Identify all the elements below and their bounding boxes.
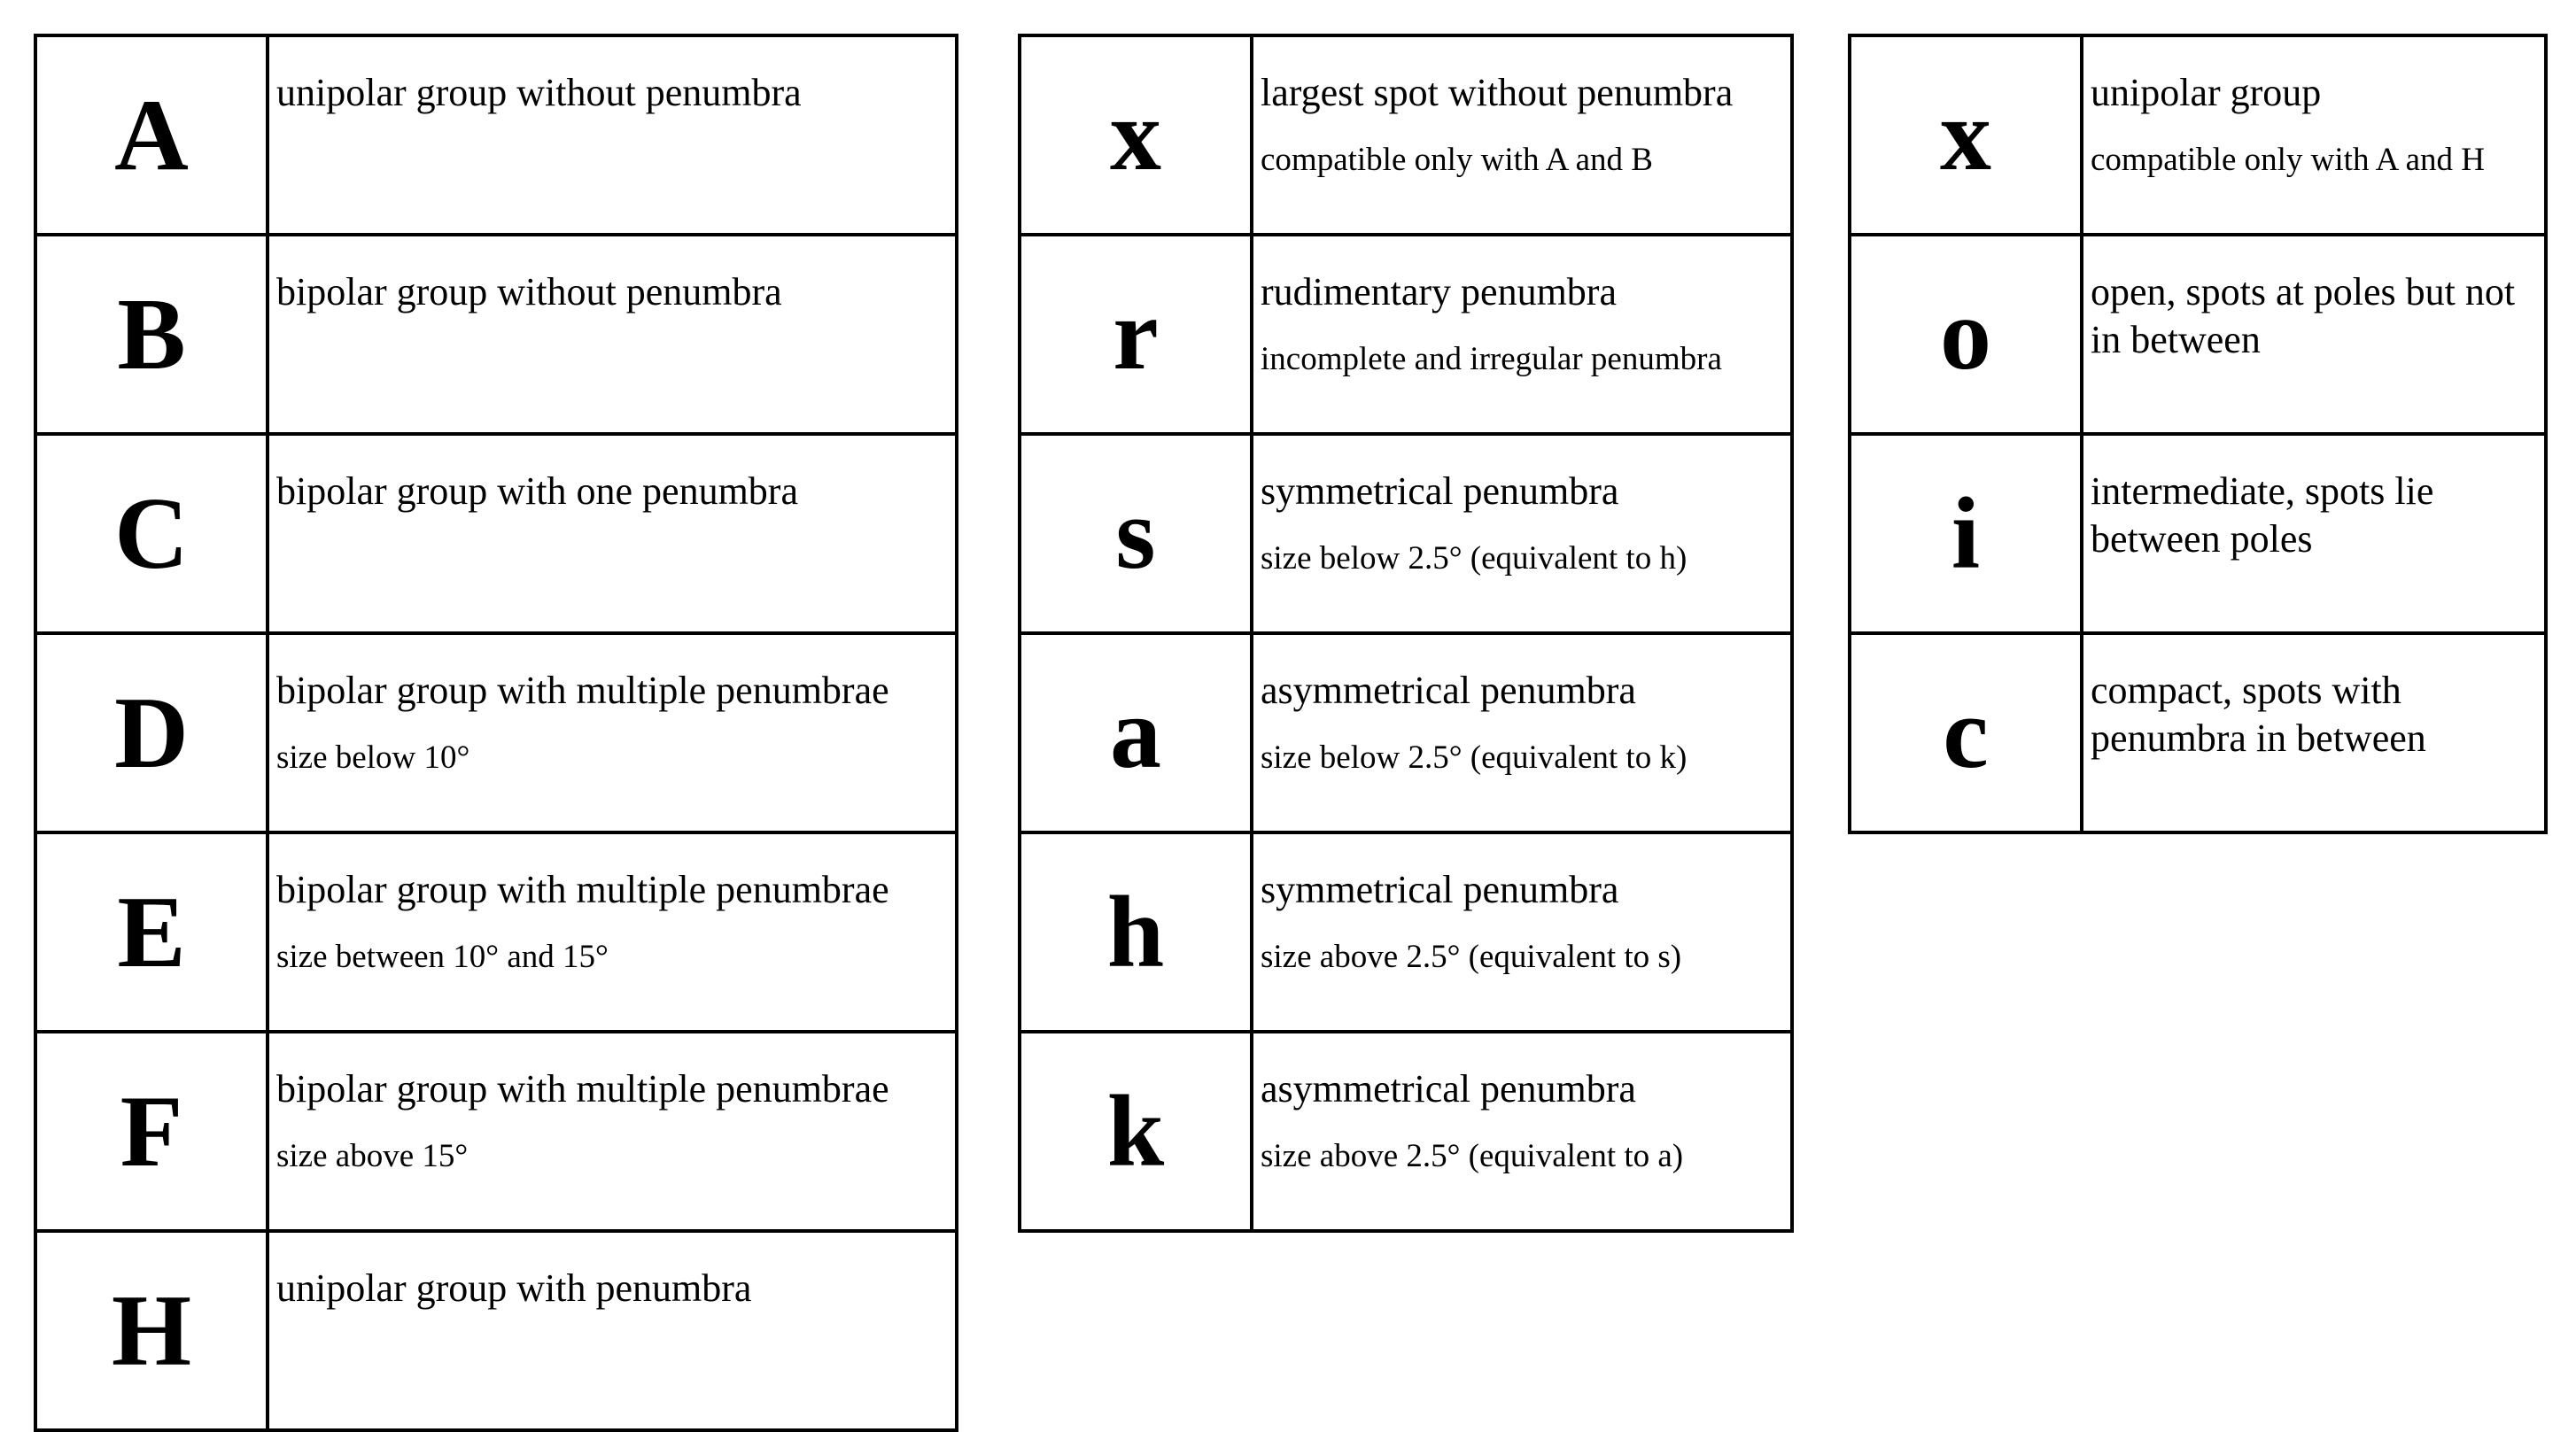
class-code: c — [1848, 631, 2083, 834]
description-main: unipolar group without penumbra — [276, 71, 802, 114]
description-main: intermediate, spots lie between poles — [2091, 469, 2434, 561]
description-sub: compatible only with A and B — [1261, 141, 1653, 178]
class-description: asymmetrical penumbra size above 2.5° (eq… — [1250, 1030, 1794, 1233]
class-description: bipolar group with multiple penumbrae siz… — [266, 631, 958, 834]
class-description: symmetrical penumbra size below 2.5° (equ… — [1250, 432, 1794, 635]
description-sub: size between 10° and 15° — [276, 938, 609, 975]
table-row: k asymmetrical penumbra size above 2.5° (… — [1018, 1030, 1794, 1233]
class-description: unipolar group with penumbra — [266, 1229, 958, 1432]
description-main: unipolar group — [2091, 71, 2322, 114]
table-row: s symmetrical penumbra size below 2.5° (e… — [1018, 432, 1794, 635]
description-sub: size above 15° — [276, 1137, 469, 1174]
class-description: intermediate, spots lie between poles — [2080, 432, 2548, 635]
description-sub: size above 2.5° (equivalent to s) — [1261, 938, 1682, 975]
description-main: bipolar group with multiple penumbrae — [276, 669, 889, 712]
table-row: C bipolar group with one penumbra — [34, 432, 958, 635]
class-code: i — [1848, 432, 2083, 635]
class-description: largest spot without penumbra compatible … — [1250, 34, 1794, 236]
description-main: symmetrical penumbra — [1261, 469, 1619, 513]
table-row: a asymmetrical penumbra size below 2.5° (… — [1018, 631, 1794, 834]
class-code: h — [1018, 831, 1253, 1033]
class-description: unipolar group compatible only with A and… — [2080, 34, 2548, 236]
table-row: E bipolar group with multiple penumbrae s… — [34, 831, 958, 1033]
class-description: unipolar group without penumbra — [266, 34, 958, 236]
table-row: A unipolar group without penumbra — [34, 34, 958, 236]
description-main: asymmetrical penumbra — [1261, 669, 1636, 712]
class-code: E — [34, 831, 269, 1033]
table-row: D bipolar group with multiple penumbrae s… — [34, 631, 958, 834]
description-main: bipolar group without penumbra — [276, 270, 782, 313]
class-code: A — [34, 34, 269, 236]
class-description: bipolar group with one penumbra — [266, 432, 958, 635]
class-description: bipolar group with multiple penumbrae siz… — [266, 1030, 958, 1233]
class-code: x — [1018, 34, 1253, 236]
penumbra-table: x largest spot without penumbra compatibl… — [1018, 34, 1794, 1233]
description-sub: size below 2.5° (equivalent to k) — [1261, 739, 1688, 776]
class-code: o — [1848, 233, 2083, 436]
class-description: symmetrical penumbra size above 2.5° (equ… — [1250, 831, 1794, 1033]
class-code: k — [1018, 1030, 1253, 1233]
description-main: compact, spots with penumbra in between — [2091, 669, 2426, 760]
description-sub: size below 2.5° (equivalent to h) — [1261, 539, 1688, 577]
class-code: F — [34, 1030, 269, 1233]
class-code: s — [1018, 432, 1253, 635]
table-row: x largest spot without penumbra compatibl… — [1018, 34, 1794, 236]
description-main: bipolar group with one penumbra — [276, 469, 798, 513]
table-row: F bipolar group with multiple penumbrae s… — [34, 1030, 958, 1233]
description-sub: incomplete and irregular penumbra — [1261, 340, 1722, 377]
class-code: H — [34, 1229, 269, 1432]
description-main: asymmetrical penumbra — [1261, 1067, 1636, 1111]
distribution-table: x unipolar group compatible only with A a… — [1848, 34, 2548, 834]
description-sub: size below 10° — [276, 739, 470, 776]
class-description: compact, spots with penumbra in between — [2080, 631, 2548, 834]
table-row: c compact, spots with penumbra in betwee… — [1848, 631, 2548, 834]
description-main: rudimentary penumbra — [1261, 270, 1617, 313]
table-row: B bipolar group without penumbra — [34, 233, 958, 436]
description-sub: compatible only with A and H — [2091, 141, 2485, 178]
description-main: bipolar group with multiple penumbrae — [276, 1067, 889, 1111]
description-main: symmetrical penumbra — [1261, 868, 1619, 911]
table-row: h symmetrical penumbra size above 2.5° (e… — [1018, 831, 1794, 1033]
class-description: bipolar group with multiple penumbrae siz… — [266, 831, 958, 1033]
table-row: i intermediate, spots lie between poles — [1848, 432, 2548, 635]
class-description: asymmetrical penumbra size below 2.5° (eq… — [1250, 631, 1794, 834]
zurich-class-table: A unipolar group without penumbra B bipo… — [34, 34, 958, 1432]
class-code: B — [34, 233, 269, 436]
class-code: a — [1018, 631, 1253, 834]
class-description: open, spots at poles but not in between — [2080, 233, 2548, 436]
description-main: unipolar group with penumbra — [276, 1266, 752, 1310]
class-code: r — [1018, 233, 1253, 436]
description-sub: size above 2.5° (equivalent to a) — [1261, 1137, 1684, 1174]
table-row: r rudimentary penumbra incomplete and irr… — [1018, 233, 1794, 436]
description-main: bipolar group with multiple penumbrae — [276, 868, 889, 911]
table-row: o open, spots at poles but not in betwee… — [1848, 233, 2548, 436]
class-description: rudimentary penumbra incomplete and irreg… — [1250, 233, 1794, 436]
class-description: bipolar group without penumbra — [266, 233, 958, 436]
table-row: H unipolar group with penumbra — [34, 1229, 958, 1432]
description-main: open, spots at poles but not in between — [2091, 270, 2516, 361]
class-code: D — [34, 631, 269, 834]
table-row: x unipolar group compatible only with A a… — [1848, 34, 2548, 236]
class-code: x — [1848, 34, 2083, 236]
description-main: largest spot without penumbra — [1261, 71, 1734, 114]
class-code: C — [34, 432, 269, 635]
